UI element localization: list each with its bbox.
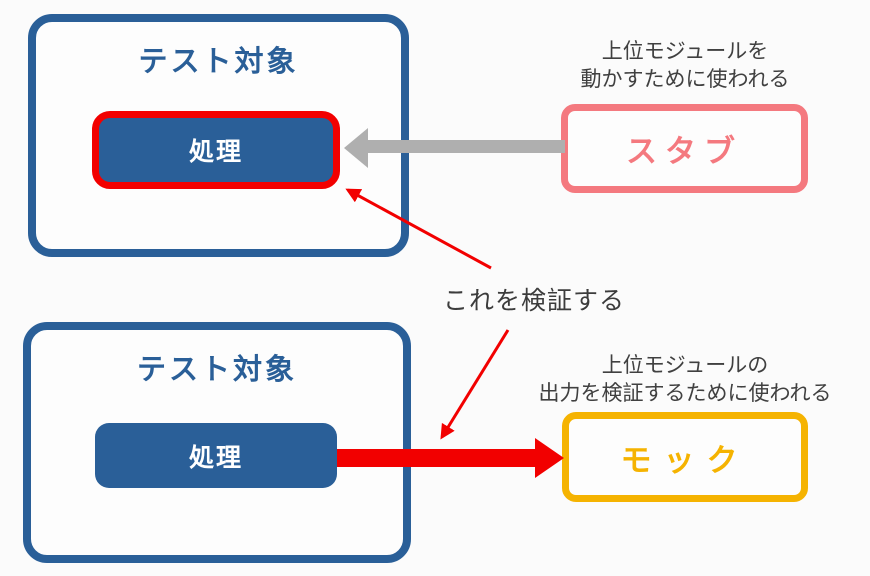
stub-box: スタブ bbox=[561, 104, 808, 193]
mock-annotation-line2: 出力を検証するために使われる bbox=[538, 381, 832, 405]
stub-annotation: 上位モジュールを 動かすために使われる bbox=[535, 38, 835, 93]
bottom-process-label: 処理 bbox=[188, 443, 243, 472]
stub-label: スタブ bbox=[626, 134, 743, 169]
top-test-target-title: テスト対象 bbox=[138, 46, 299, 78]
verify-pointer-to-arrow-icon bbox=[440, 329, 510, 440]
mock-annotation-line1: 上位モジュールの bbox=[601, 354, 769, 377]
mock-label: モック bbox=[620, 442, 750, 478]
mock-annotation: 上位モジュールの 出力を検証するために使われる bbox=[525, 352, 845, 407]
top-process-box-highlighted: 処理 bbox=[92, 111, 340, 189]
bottom-process-box: 処理 bbox=[95, 423, 337, 488]
bottom-test-target-title: テスト対象 bbox=[136, 354, 297, 386]
top-process-label: 処理 bbox=[188, 138, 243, 166]
stub-annotation-line1: 上位モジュールを bbox=[601, 40, 769, 63]
stub-annotation-line2: 動かすために使われる bbox=[580, 67, 790, 91]
verify-label: これを検証する bbox=[443, 287, 626, 315]
mock-box: モック bbox=[562, 412, 808, 502]
